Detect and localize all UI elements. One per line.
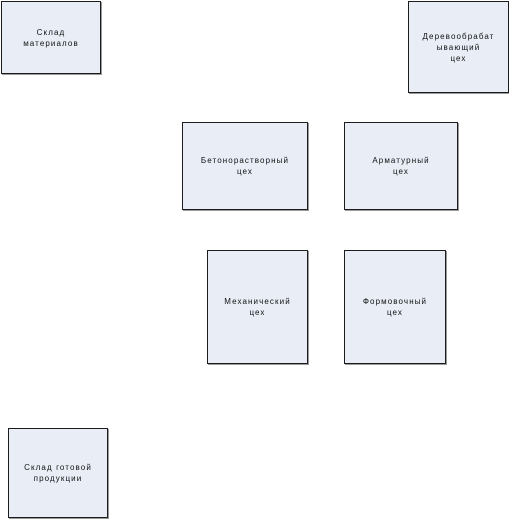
molding-shop-block: Формовочный цех (344, 250, 446, 364)
concrete-mortar-shop-block: Бетонорастворный цех (182, 122, 308, 210)
concrete-mortar-shop-label: Бетонорастворный цех (200, 156, 290, 176)
reinforcement-shop-block: Арматурный цех (344, 122, 458, 210)
reinforcement-shop-label: Арматурный цех (372, 156, 430, 176)
woodworking-shop-block: Деревообрабат ывающий цех (408, 1, 509, 93)
molding-shop-label: Формовочный цех (362, 297, 428, 317)
woodworking-shop-label: Деревообрабат ывающий цех (422, 31, 495, 63)
storage-materials-label: Склад материалов (23, 27, 79, 48)
mechanical-shop-label: Механический цех (224, 297, 291, 317)
mechanical-shop-block: Механический цех (207, 250, 308, 364)
finished-products-storage-block: Склад готовой продукции (8, 428, 108, 518)
finished-products-storage-label: Склад готовой продукции (24, 463, 92, 483)
storage-materials-block: Склад материалов (1, 1, 101, 74)
